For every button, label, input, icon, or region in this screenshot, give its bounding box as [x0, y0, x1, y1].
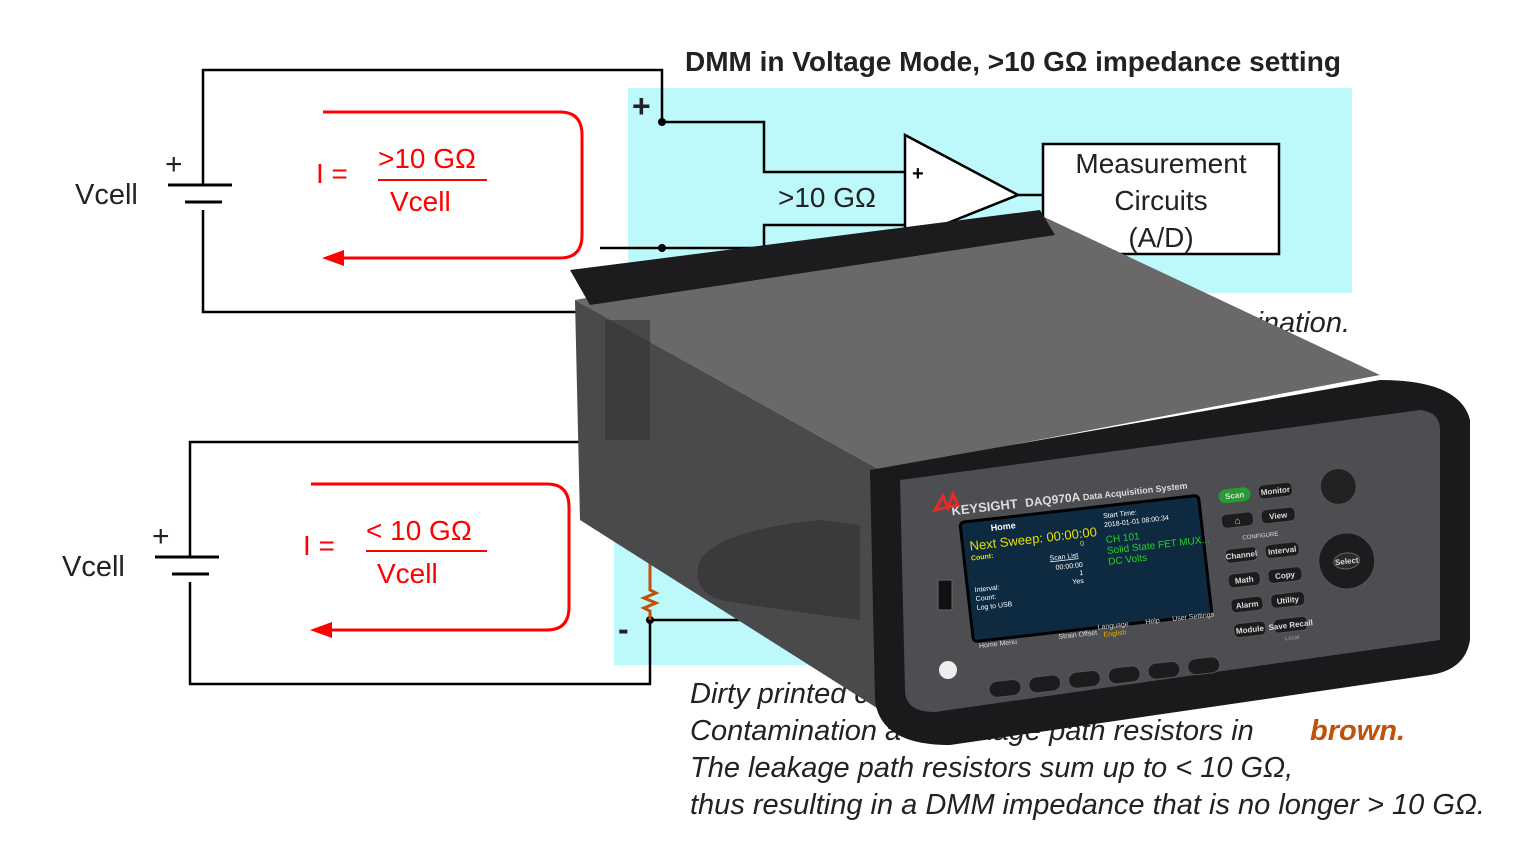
softkey-label: Strain Offset	[1058, 630, 1097, 641]
caption-line: The leakage path resistors sum up to < 1…	[690, 752, 1293, 784]
monitor-button[interactable]	[1257, 481, 1293, 500]
screen-value: Yes	[1072, 578, 1085, 586]
eq-num: >10 GΩ	[378, 143, 476, 174]
diagram-title: DMM in Voltage Mode, >10 GΩ impedance se…	[685, 46, 1341, 77]
math-button[interactable]	[1227, 570, 1261, 589]
key-label: Math	[1234, 575, 1254, 586]
softkey-value: English	[1103, 629, 1127, 639]
screen-label: Start Time:	[1103, 509, 1137, 520]
screen-channel: CH 101	[1105, 531, 1140, 546]
power-button[interactable]	[939, 661, 957, 679]
softkey-label: User Settings	[1172, 611, 1215, 623]
view-button[interactable]	[1260, 506, 1296, 525]
key-label: Utility	[1276, 595, 1300, 607]
key-label: Copy	[1275, 570, 1296, 581]
impedance-label: >10 GΩ	[778, 182, 876, 213]
softkey-6[interactable]	[1187, 656, 1221, 676]
keysight-logo-icon	[932, 490, 961, 513]
softkey-4[interactable]	[1107, 665, 1141, 685]
block-line: Measurement	[1075, 148, 1246, 179]
interval-button[interactable]	[1264, 541, 1300, 560]
channel-button[interactable]	[1224, 546, 1259, 564]
module-button[interactable]	[1233, 620, 1267, 639]
softkey-5[interactable]	[1147, 660, 1181, 681]
screen-mode: DC Volts	[1108, 553, 1148, 568]
key-label: View	[1269, 510, 1289, 521]
screen-label: Count:	[975, 594, 996, 603]
softkeys	[988, 656, 1221, 699]
softkey-1[interactable]	[988, 679, 1022, 699]
softkey-2[interactable]	[1028, 674, 1062, 694]
measurement-block	[1041, 142, 1281, 256]
home-button[interactable]	[1220, 511, 1255, 529]
screen-label: Scan List	[1049, 552, 1078, 562]
softkey-label: Language	[1097, 621, 1129, 631]
eq-lhs: I =	[316, 158, 348, 189]
copy-button[interactable]	[1267, 566, 1303, 584]
model-label: DAQ970A	[1024, 490, 1081, 510]
daq970a-instrument: KEYSIGHT DAQ970A Data Acquisition System…	[570, 210, 1470, 745]
key-label: Scan	[1225, 490, 1245, 501]
key-label: Interval	[1268, 545, 1297, 557]
home-icon: ⌂	[1234, 516, 1241, 528]
block-line: Circuits	[1114, 185, 1207, 216]
key-label: Monitor	[1260, 485, 1290, 497]
device-screen	[958, 494, 1214, 643]
caption-line: thus resulting in a DMM impedance that i…	[690, 789, 1485, 821]
bottom-circuit-wires	[188, 440, 750, 686]
eq-lhs: I =	[303, 530, 335, 561]
plus-label: +	[152, 520, 170, 553]
softkey-label: Home Menu	[979, 639, 1018, 650]
caption-line: Contamination a	[690, 715, 901, 747]
caption-highlight: brown.	[1310, 715, 1405, 747]
screen-label: Log to USB	[976, 601, 1013, 612]
softkey-label: Help	[1145, 618, 1160, 627]
vcell-label: Vcell	[75, 179, 138, 211]
screen-value: 0	[1080, 541, 1085, 548]
rotary-knob[interactable]	[1318, 467, 1358, 507]
current-loop-top	[323, 110, 584, 260]
screen-value: 00:00:00	[1055, 562, 1083, 572]
select-button[interactable]	[1333, 552, 1361, 571]
opamp	[903, 132, 1021, 242]
eq-num: < 10 GΩ	[366, 515, 472, 546]
vcell-label: Vcell	[62, 551, 125, 583]
input-plus: +	[632, 88, 651, 124]
usb-port	[937, 579, 953, 611]
screen-value: 1	[1079, 570, 1084, 577]
scan-button[interactable]	[1218, 486, 1251, 504]
plus-label: +	[165, 148, 183, 181]
key-label: Channel	[1225, 549, 1257, 562]
key-label: Alarm	[1235, 599, 1259, 611]
screen-label: Count:	[971, 553, 994, 563]
key-label: Select	[1335, 556, 1360, 568]
input-minus: -	[618, 611, 629, 647]
configure-label: CONFIGURE	[1242, 532, 1278, 542]
local-label: Local	[1285, 635, 1300, 643]
screen-tab: Home	[990, 520, 1016, 533]
eq-den: Vcell	[390, 186, 451, 217]
alarm-button[interactable]	[1230, 595, 1264, 614]
current-loop-bottom	[311, 482, 571, 632]
key-label: Module	[1236, 624, 1265, 636]
utility-button[interactable]	[1270, 591, 1306, 609]
eq-den: Vcell	[377, 558, 438, 589]
block-line: (A/D)	[1128, 222, 1193, 253]
brand-logo-text: KEYSIGHT	[951, 496, 1019, 518]
opamp-plus: +	[912, 163, 924, 185]
save-recall-button[interactable]	[1272, 615, 1309, 634]
softkey-3[interactable]	[1068, 669, 1102, 690]
screen-label: Interval:	[974, 584, 1000, 594]
